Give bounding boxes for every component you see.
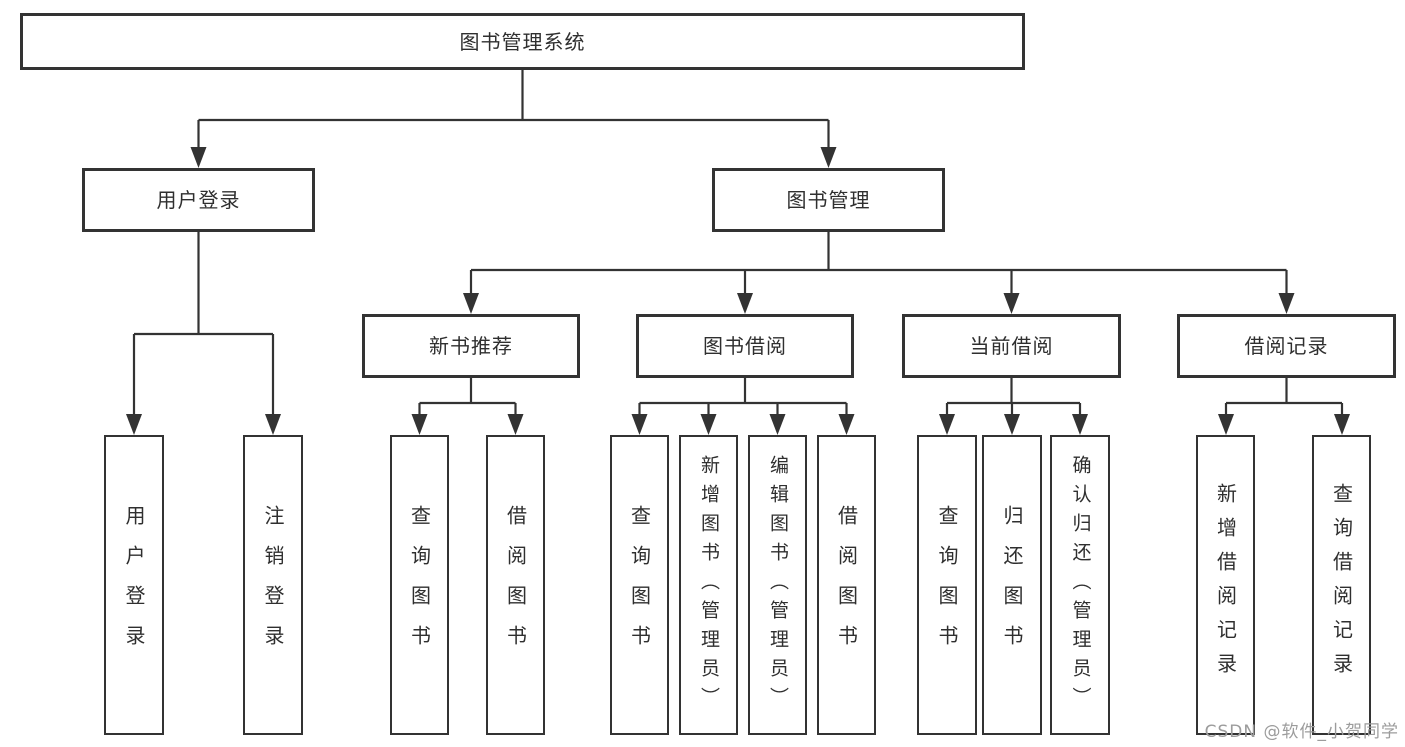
node-leaf-edit-book-admin: 编辑图书（管理员） bbox=[748, 435, 807, 735]
node-new-book-recommend: 新书推荐 bbox=[362, 314, 580, 378]
node-user-login-branch: 用户登录 bbox=[82, 168, 315, 232]
node-book-borrow: 图书借阅 bbox=[636, 314, 854, 378]
node-leaf-borrow-book-borrow: 借阅图书 bbox=[817, 435, 876, 735]
node-leaf-return-book: 归还图书 bbox=[982, 435, 1042, 735]
node-leaf-query-borrow-record: 查询借阅记录 bbox=[1312, 435, 1371, 735]
node-borrow-records: 借阅记录 bbox=[1177, 314, 1396, 378]
node-leaf-confirm-return-admin: 确认归还（管理员） bbox=[1050, 435, 1110, 735]
csdn-watermark: CSDN @软件_小贺同学 bbox=[1204, 722, 1399, 742]
node-current-borrow: 当前借阅 bbox=[902, 314, 1121, 378]
connector-lines bbox=[132, 70, 1344, 417]
arrowheads bbox=[126, 147, 1350, 435]
node-book-management-branch: 图书管理 bbox=[712, 168, 945, 232]
node-leaf-add-book-admin: 新增图书（管理员） bbox=[679, 435, 738, 735]
node-leaf-add-borrow-record: 新增借阅记录 bbox=[1196, 435, 1255, 735]
node-leaf-logout: 注销登录 bbox=[243, 435, 303, 735]
node-leaf-query-book-borrow: 查询图书 bbox=[610, 435, 669, 735]
node-leaf-borrow-book-recommend: 借阅图书 bbox=[486, 435, 545, 735]
node-leaf-user-login: 用户登录 bbox=[104, 435, 164, 735]
node-library-management-system: 图书管理系统 bbox=[20, 13, 1025, 70]
node-leaf-query-book-current: 查询图书 bbox=[917, 435, 977, 735]
node-leaf-query-book-recommend: 查询图书 bbox=[390, 435, 449, 735]
